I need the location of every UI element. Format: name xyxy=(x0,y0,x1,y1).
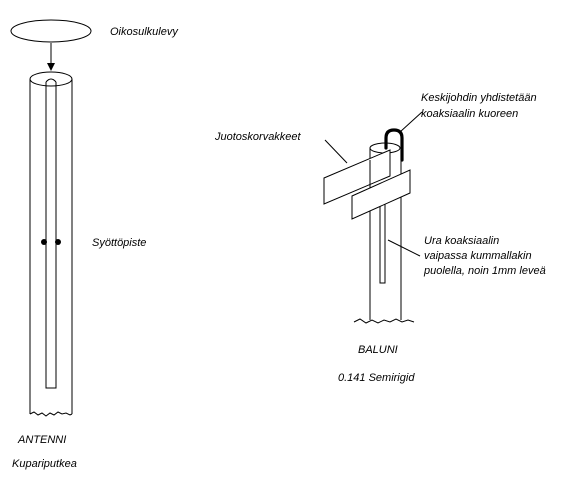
leader-slot xyxy=(387,239,421,257)
label-balun-cable: 0.141 Semirigid xyxy=(338,372,415,384)
solder-tab-front xyxy=(351,169,411,220)
short-circuit-disc xyxy=(10,19,92,43)
label-center-conductor-2: koaksiaalin kuoreen xyxy=(421,108,518,120)
label-balun-title: BALUNI xyxy=(358,344,398,356)
label-antenna-material: Kupariputkea xyxy=(12,458,77,470)
disc-arrow-head xyxy=(47,63,55,71)
feed-point-right xyxy=(55,239,61,245)
balun-figure xyxy=(323,128,415,324)
leader-center-conductor xyxy=(399,111,423,133)
center-conductor xyxy=(384,128,404,162)
leader-solder-tabs xyxy=(324,139,348,164)
balun-slot xyxy=(379,198,386,284)
solder-tab-rear xyxy=(323,149,391,205)
label-solder-tabs: Juotoskorvakkeet xyxy=(214,131,302,143)
antenna-slot-top xyxy=(45,78,57,83)
label-slot-1: Ura koaksiaalin xyxy=(424,235,499,247)
label-center-conductor-1: Keskijohdin yhdistetään xyxy=(421,92,537,104)
label-slot-2: vaipassa kummallakin xyxy=(424,250,532,262)
label-feed-point: Syöttöpiste xyxy=(92,237,146,249)
antenna-tube-bottom xyxy=(29,411,73,417)
label-antenna-title: ANTENNI xyxy=(17,434,66,446)
feed-point-left xyxy=(41,239,47,245)
balun-tube-bottom xyxy=(353,318,415,324)
label-short-disc: Oikosulkulevy xyxy=(110,26,179,38)
antenna-figure xyxy=(10,19,92,417)
label-slot-3: puolella, noin 1mm leveä xyxy=(423,265,546,277)
antenna-slot xyxy=(45,82,57,389)
